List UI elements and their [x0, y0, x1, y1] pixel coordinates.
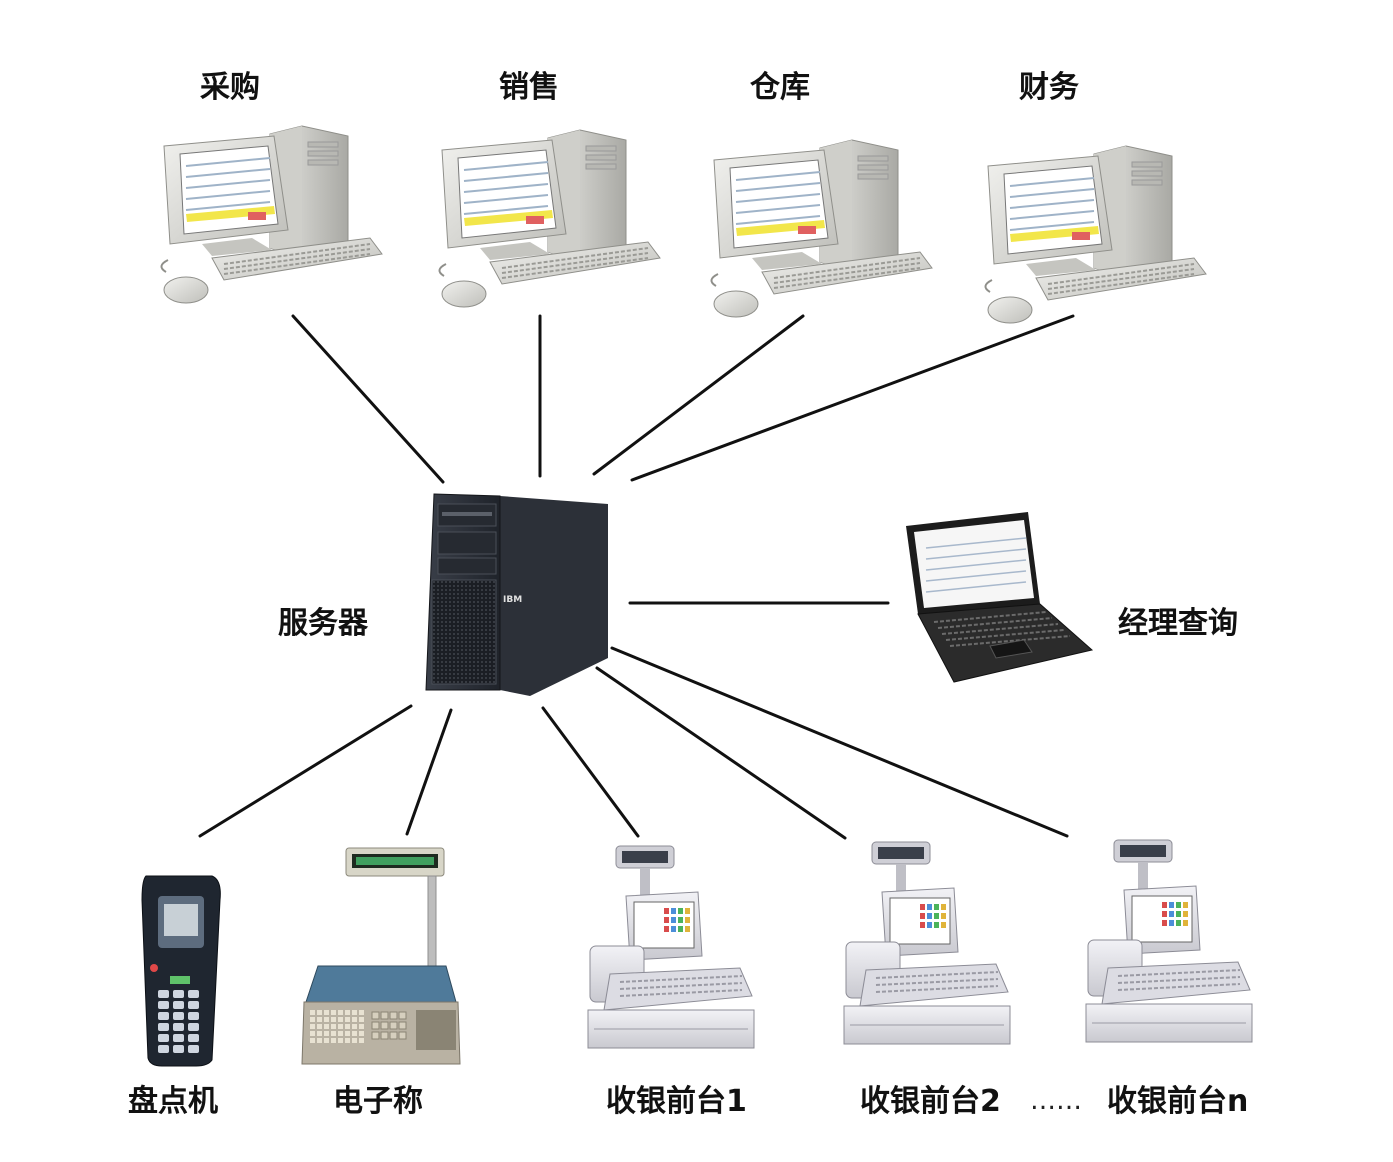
- device-illustrations: IBM: [141, 125, 1253, 1067]
- label-pos-1: 收银前台1: [606, 1084, 747, 1119]
- inventory-scanner-device: [141, 875, 221, 1067]
- line-server-purchase: [291, 314, 445, 484]
- server-tower: IBM: [425, 493, 608, 696]
- line-server-pos-n: [610, 646, 1069, 838]
- label-warehouse: 仓库: [750, 70, 810, 105]
- pos-terminal-1: [587, 845, 755, 1049]
- pos-terminal-n: [1085, 839, 1253, 1043]
- workstation-sales: [438, 129, 661, 308]
- workstation-warehouse: [710, 139, 933, 318]
- line-server-warehouse: [592, 314, 805, 476]
- line-server-pos-1: [541, 706, 640, 838]
- line-server-scanner: [198, 704, 413, 838]
- ellipsis-more-pos: ……: [1030, 1086, 1082, 1116]
- connection-lines: [198, 314, 1075, 840]
- line-server-pos-2: [595, 666, 847, 840]
- labels: 采购 销售 仓库 财务 服务器 经理查询 盘点机 电子称 收银前台1 收银前台2…: [128, 70, 1248, 1119]
- label-pos-n: 收银前台n: [1107, 1084, 1248, 1119]
- pos-terminal-2: [843, 841, 1011, 1045]
- label-sales: 销售: [499, 70, 559, 105]
- label-finance: 财务: [1019, 70, 1079, 105]
- electronic-scale-device: [301, 847, 461, 1065]
- laptop-manager: [906, 512, 1094, 683]
- workstation-finance: [984, 145, 1207, 324]
- workstation-purchase: [160, 125, 383, 304]
- label-inventory-scanner: 盘点机: [128, 1084, 218, 1119]
- label-manager: 经理查询: [1118, 606, 1238, 641]
- label-server: 服务器: [278, 606, 369, 641]
- label-scale: 电子称: [333, 1084, 423, 1119]
- server-brand-logo: IBM: [503, 595, 522, 605]
- line-server-finance: [630, 314, 1075, 482]
- line-server-scale: [405, 708, 453, 836]
- label-pos-2: 收银前台2: [860, 1084, 1001, 1119]
- label-purchase: 采购: [200, 70, 260, 105]
